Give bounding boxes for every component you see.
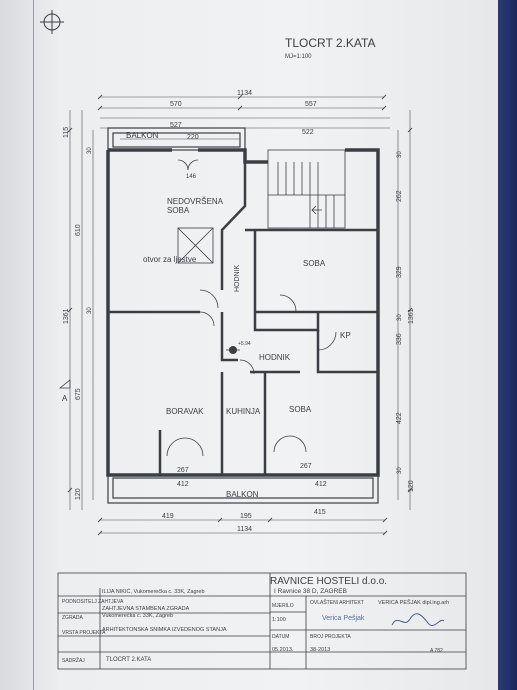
room-boravak: BORAVAK bbox=[166, 407, 204, 416]
ladder-opening bbox=[177, 227, 214, 264]
company-name: RAVNICE HOSTELI d.o.o. bbox=[270, 576, 388, 587]
section-letter: A bbox=[62, 394, 68, 403]
dim-right-30a: 30 bbox=[397, 151, 403, 158]
investor-label: PODNOSITELJ ZAHTJEVA bbox=[62, 599, 124, 605]
section-marker bbox=[58, 379, 71, 389]
room-balkon-bottom: BALKON bbox=[226, 490, 259, 499]
dim-right-1361: 1361 bbox=[408, 308, 415, 324]
dim-balcony-left: 412 bbox=[177, 481, 189, 488]
project-label: VRSTA PROJEKTA bbox=[62, 630, 106, 636]
building-value-1: ZAHTJEVNA STAMBENA ZGRADA bbox=[102, 606, 190, 612]
scale-value: 1:100 bbox=[272, 617, 286, 623]
architect-stamp-name: Verica Pešjak bbox=[322, 615, 365, 622]
architect-signature bbox=[391, 613, 445, 626]
investor-value: ILIJA NIKIĆ, Vukomerečka c. 33K, Zagreb bbox=[102, 589, 205, 595]
room-nedovrsena: NEDOVRŠENA bbox=[167, 197, 224, 206]
dim-bottom-195: 195 bbox=[240, 513, 252, 520]
dim-left-30a: 30 bbox=[87, 147, 93, 154]
project-number-value: 38-2013 bbox=[310, 647, 331, 653]
company-address: I Ravnice 38 D, ZAGREB bbox=[274, 588, 347, 595]
paper-sheet bbox=[0, 0, 498, 690]
project-number-label: BROJ PROJEKTA bbox=[310, 634, 351, 640]
dim-top-146: 146 bbox=[186, 174, 197, 180]
dim-top-220: 220 bbox=[187, 134, 199, 141]
project-value: ARHITEKTONSKA SNIMKA IZVEDENOG STANJA bbox=[102, 627, 227, 633]
architect-label: OVLAŠTENI ARHITEKT bbox=[310, 600, 364, 606]
staircase bbox=[267, 149, 346, 229]
sheet-margin-line bbox=[33, 0, 34, 690]
dim-right-422: 422 bbox=[396, 412, 403, 424]
drawing-title: TLOCRT 2.KATA bbox=[285, 36, 375, 50]
architect-value: VERICA PEŠJAK dipl.ing.arh bbox=[378, 600, 450, 606]
dim-right-30b: 30 bbox=[397, 314, 403, 321]
dim-door-left: 267 bbox=[177, 467, 189, 474]
dim-bottom-415: 415 bbox=[314, 509, 326, 516]
registration-mark bbox=[40, 10, 64, 34]
dimension-ticks bbox=[67, 94, 413, 536]
room-hodnik: HODNIK bbox=[259, 353, 291, 362]
room-kp: KP bbox=[340, 331, 351, 340]
door-swings bbox=[166, 159, 337, 457]
dim-bottom-total: 1134 bbox=[237, 526, 252, 533]
dim-left-30b: 30 bbox=[87, 307, 93, 314]
interior-walls bbox=[108, 162, 378, 475]
room-hodnik-vertical: HODNIK bbox=[234, 264, 241, 292]
dimension-lines bbox=[69, 96, 411, 534]
room-nedovrsena-soba: SOBA bbox=[167, 206, 190, 215]
level-value: +5.94 bbox=[238, 341, 251, 347]
sheet-number: A 782 bbox=[430, 648, 443, 654]
dim-top-right: 557 bbox=[305, 101, 317, 108]
title-block: RAVNICE HOSTELI d.o.o. I Ravnice 38 D, Z… bbox=[58, 573, 466, 669]
dim-right-30c: 30 bbox=[397, 467, 403, 474]
dim-left-115: 115 bbox=[63, 127, 70, 138]
binder-spine bbox=[498, 0, 517, 690]
dim-left-675: 675 bbox=[75, 388, 82, 400]
room-soba-bottom: SOBA bbox=[289, 405, 312, 414]
dim-top-inner-right: 522 bbox=[302, 129, 314, 136]
room-balkon-top: BALKON bbox=[126, 131, 159, 140]
drawing-scale: MJ=1:100 bbox=[285, 54, 312, 60]
dim-door-right: 267 bbox=[300, 463, 312, 470]
room-soba-right: SOBA bbox=[303, 259, 326, 268]
date-value: 05.2013. bbox=[272, 647, 294, 653]
dim-left-610: 610 bbox=[75, 224, 82, 236]
dim-right-329: 329 bbox=[396, 266, 403, 278]
dim-right-120: 120 bbox=[408, 480, 415, 492]
dim-right-262: 262 bbox=[396, 190, 403, 202]
dim-left-120: 120 bbox=[75, 488, 82, 500]
building-label: ZGRADA bbox=[62, 615, 83, 621]
dim-top-left: 570 bbox=[170, 101, 182, 108]
content-value: TLOCRT 2.KATA bbox=[106, 657, 152, 663]
dim-bottom-419: 419 bbox=[162, 513, 174, 520]
date-label: DATUM bbox=[272, 634, 290, 640]
balcony-outlines bbox=[107, 127, 379, 504]
building-value-2: Vukomerečka c. 33K, Zagreb bbox=[102, 613, 174, 619]
dim-top-inner-left: 527 bbox=[170, 122, 182, 129]
scale-label: MJERILO bbox=[272, 603, 294, 609]
room-otvor: otvor za ljestve bbox=[143, 255, 197, 264]
dim-top-total: 1134 bbox=[237, 90, 252, 97]
title-block-frame bbox=[57, 572, 467, 670]
dim-left-1361: 1361 bbox=[63, 308, 70, 324]
room-kuhinja: KUHINJA bbox=[226, 407, 261, 416]
level-marker bbox=[226, 346, 240, 354]
dim-right-336: 336 bbox=[396, 333, 403, 345]
dim-balcony-right: 412 bbox=[315, 481, 327, 488]
content-label: SADRŽAJ bbox=[62, 658, 85, 664]
